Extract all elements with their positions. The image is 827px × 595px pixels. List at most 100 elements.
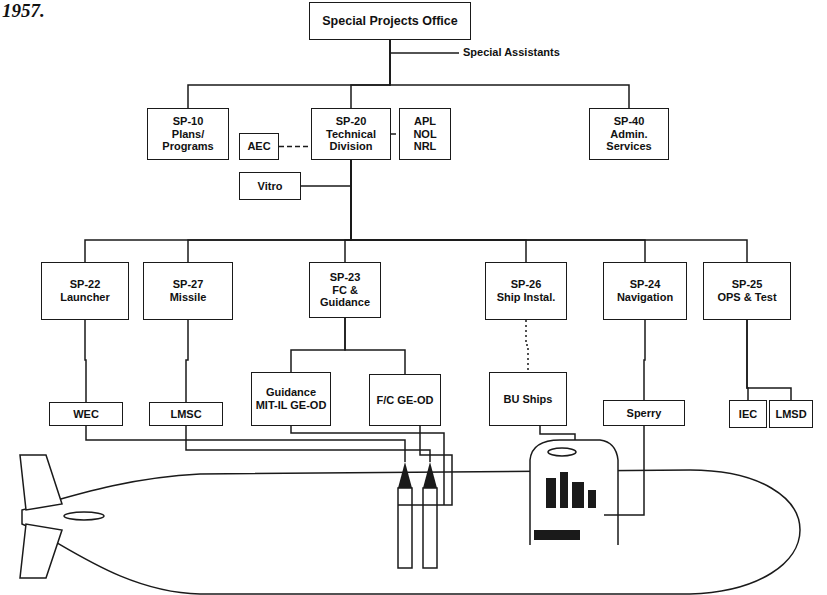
dashed-connector [391,133,399,135]
box-label: Ship Instal. [489,291,563,304]
sail-equipment [546,478,556,508]
box-label: SP-20 [315,115,387,128]
box-label: Plans/ Programs [151,128,225,153]
org-connector [85,320,86,402]
box-text-group: F/C GE-OD [373,394,437,407]
org-connector [351,160,645,262]
head-office-box: Special Projects Office [309,2,471,40]
box-text-group: SP-22Launcher [45,278,125,303]
box-label: SP-22 [45,278,125,291]
box-label: SP-23 [313,271,377,284]
box-text-group: SP-24Navigation [607,278,683,303]
box-label: IEC [733,408,763,421]
box-label: AEC [243,140,275,153]
org-box: SP-26Ship Instal. [485,262,567,320]
sail-equipment [572,482,584,508]
org-connector [345,160,351,262]
box-label: SP-24 [607,278,683,291]
org-box: BU Ships [489,372,567,426]
leader-line [390,52,459,54]
tail-fin [20,455,62,510]
tail-fin [20,524,62,578]
box-text-group: LMSC [153,408,219,421]
org-connector [345,318,405,374]
org-connector [301,160,351,186]
box-text-group: Special Projects Office [313,14,467,28]
org-connector [186,320,188,402]
org-box: F/C GE-OD [369,374,441,426]
contractor-line [291,426,444,505]
org-box: APL NOL NRL [399,108,451,160]
box-text-group: SP-23FC & Guidance [313,271,377,309]
box-label: SP-27 [147,278,229,291]
box-label: Missile [147,291,229,304]
box-text-group: Guidance MIT-IL GE-OD [255,386,327,411]
contractor-line [86,426,405,462]
box-label: Launcher [45,291,125,304]
box-label: SP-10 [151,115,225,128]
box-text-group: Sperry [607,407,681,420]
org-box: SP-27Missile [143,262,233,320]
box-label: WEC [53,408,119,421]
box-text-group: IEC [733,408,763,421]
missile-nose [423,462,437,488]
sail-equipment [560,472,568,508]
org-connector [351,160,526,262]
org-box: AEC [239,133,279,160]
org-connector [188,160,351,262]
org-box: SP-24Navigation [603,262,687,320]
org-connector [390,40,629,108]
box-text-group: WEC [53,408,119,421]
box-text-group: Vitro [243,180,297,193]
org-box: LMSC [149,402,223,426]
box-text-group: AEC [243,140,275,153]
org-box: Vitro [239,172,301,200]
org-connector [351,160,747,262]
org-box: SP-22Launcher [41,262,129,320]
box-label: BU Ships [493,393,563,406]
contractor-line [398,426,452,505]
missile-nose [398,462,412,488]
box-label: LMSC [153,408,219,421]
org-connector [291,318,345,372]
missile-tube [398,488,412,568]
box-label: Vitro [243,180,297,193]
org-connector [747,320,791,400]
org-box: SP-10Plans/ Programs [147,108,229,160]
box-label: Navigation [607,291,683,304]
box-label: SP-40 [593,115,665,128]
note-label: Special Assistants [463,46,560,58]
org-box: LMSD [769,400,813,428]
sail-equipment [534,530,580,540]
box-text-group: SP-27Missile [147,278,229,303]
org-connector [85,160,351,262]
title: 1957. [2,0,45,22]
missile-tube [423,488,437,568]
box-label: APL NOL NRL [403,115,447,153]
contractor-line [604,426,644,515]
box-label: OPS & Test [707,291,787,304]
box-label: SP-25 [707,278,787,291]
box-label: Special Projects Office [313,14,467,28]
org-box: IEC [729,400,767,428]
box-label: SP-26 [489,278,563,291]
box-text-group: SP-10Plans/ Programs [151,115,225,153]
sail-equipment [588,490,596,508]
box-label: F/C GE-OD [373,394,437,407]
stabilizer [64,512,104,520]
box-label: LMSD [773,408,809,421]
dashed-connector [279,146,311,148]
box-text-group: SP-40Admin. Services [593,115,665,153]
org-box: SP-40Admin. Services [589,108,669,160]
dashed-connector [526,320,528,372]
box-text-group: LMSD [773,408,809,421]
sail-window [548,448,576,456]
org-box: Sperry [603,400,685,426]
sail [530,440,618,545]
org-box: WEC [49,402,123,426]
org-box: Guidance MIT-IL GE-OD [251,372,331,426]
box-label: FC & Guidance [313,284,377,309]
box-label: Guidance MIT-IL GE-OD [255,386,327,411]
